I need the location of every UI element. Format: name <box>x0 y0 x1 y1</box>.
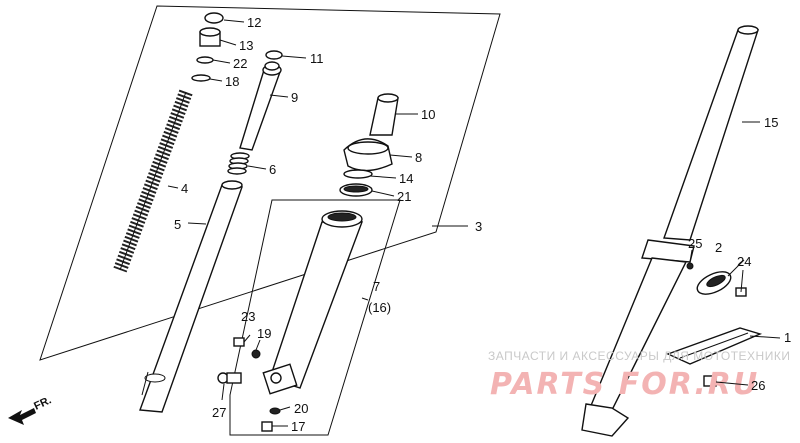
watermark-logo: PARTS FOR.RU <box>490 367 759 402</box>
callout-17: 17 <box>291 419 305 434</box>
callout-18: 18 <box>225 74 239 89</box>
exploded-frame <box>39 5 501 361</box>
outer-slider <box>262 210 364 395</box>
callout-27: 27 <box>212 405 226 420</box>
callout-8: 8 <box>415 150 422 165</box>
drain-bolt <box>261 407 281 432</box>
callout-1: 1 <box>784 330 791 345</box>
dust-seal-tube <box>369 93 399 136</box>
callout-24: 24 <box>737 254 751 269</box>
small-washer <box>265 50 283 60</box>
lower-tube-frame <box>229 199 401 436</box>
fender-bolt <box>703 375 717 387</box>
damper-rod <box>239 61 282 151</box>
callout-7: 7 <box>373 279 380 294</box>
callout-10: 10 <box>421 107 435 122</box>
fork-spring <box>113 89 193 273</box>
fender-bracket <box>666 327 763 365</box>
top-bolt-stack <box>191 12 224 82</box>
callout-26: 26 <box>751 378 765 393</box>
callout-2: 2 <box>715 240 722 255</box>
fr-label: FR. <box>32 394 53 412</box>
callout-21: 21 <box>397 189 411 204</box>
callout-14: 14 <box>399 171 413 186</box>
callout-11: 11 <box>310 51 324 66</box>
watermark: ЗАПЧАСТИ И АКСЕССУАРЫ ДЛЯ МОТОТЕХНИКИ PA… <box>488 349 790 402</box>
leader-lines <box>167 19 781 427</box>
callout-labels: 12 13 22 18 11 9 10 8 14 21 6 4 5 3 7 (1… <box>174 15 791 434</box>
fork-inner-tube <box>139 180 243 413</box>
reflector <box>696 271 732 295</box>
callout-4: 4 <box>181 181 188 196</box>
callout-3: 3 <box>475 219 482 234</box>
fork-assembly <box>581 25 759 437</box>
callout-22: 22 <box>233 56 247 71</box>
reflector-nut <box>686 262 694 270</box>
watermark-tagline: ЗАПЧАСТИ И АКСЕССУАРЫ ДЛЯ МОТОТЕХНИКИ <box>488 349 790 363</box>
callout-5: 5 <box>174 217 181 232</box>
seal-clip <box>343 169 373 179</box>
bleed-bolt <box>233 337 261 359</box>
callout-25: 25 <box>688 236 702 251</box>
rebound-spring <box>227 152 250 175</box>
callout-13: 13 <box>239 38 253 53</box>
callout-6: 6 <box>269 162 276 177</box>
axle-bolt <box>217 372 242 384</box>
callout-23: 23 <box>241 309 255 324</box>
front-direction-indicator: FR. <box>8 394 53 425</box>
callout-20: 20 <box>294 401 308 416</box>
callout-19: 19 <box>257 326 271 341</box>
callout-9: 9 <box>291 90 298 105</box>
callout-15: 15 <box>764 115 778 130</box>
callout-12: 12 <box>247 15 261 30</box>
dust-seal <box>343 138 393 172</box>
callout-7-alt: (16) <box>368 300 391 315</box>
oil-seal <box>339 183 373 197</box>
